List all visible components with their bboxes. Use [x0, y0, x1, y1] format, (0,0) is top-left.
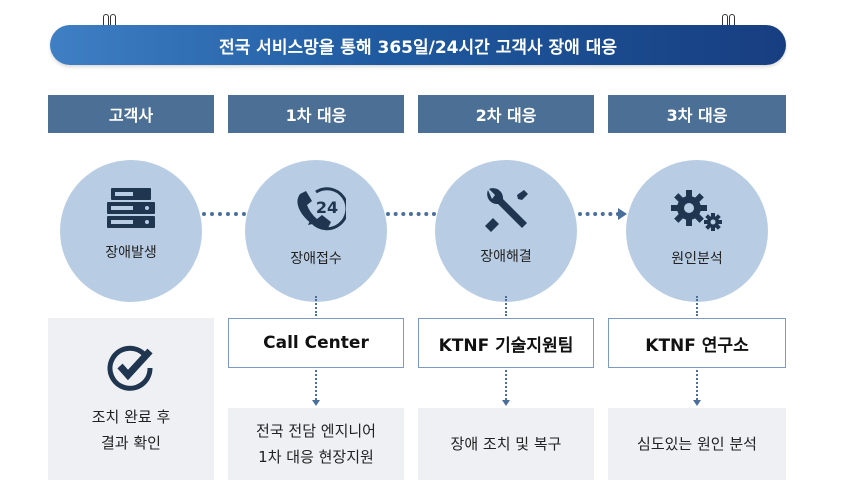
desc-tech-support: 장애 조치 및 복구 [418, 408, 594, 480]
header-first-response: 1차 대응 [228, 95, 404, 133]
wrench-screwdriver-icon [485, 188, 528, 232]
connector-2 [386, 212, 436, 216]
circle-incident: 장애발생 [60, 160, 202, 302]
binder-ring-right-icon [722, 14, 736, 36]
header-second-response: 2차 대응 [418, 95, 594, 133]
header-customer: 고객사 [48, 95, 214, 133]
arrow-down-2 [502, 400, 510, 406]
vline-3a [696, 296, 698, 316]
server-icon [107, 188, 155, 228]
phone-badge-text: 24 [316, 198, 338, 217]
header-third-response: 3차 대응 [608, 95, 786, 133]
resolve-line-2: 결과 확인 [101, 434, 161, 452]
banner-title: 전국 서비스망을 통해 365일/24시간 고객사 장애 대응 [50, 25, 786, 65]
desc-call-center: 전국 전담 엔지니어 1차 대응 현장지원 [228, 408, 404, 480]
team-research-lab: KTNF 연구소 [608, 318, 786, 368]
circle-label-resolution: 장애해결 [480, 249, 532, 265]
desc-research-lab: 심도있는 원인 분석 [608, 408, 786, 480]
gears-icon [671, 190, 722, 231]
team-tech-support: KTNF 기술지원팀 [418, 318, 594, 368]
desc-tech-support-line-1: 장애 조치 및 복구 [450, 435, 562, 453]
circle-analysis: 원인분석 [626, 160, 768, 302]
desc-research-lab-line-1: 심도있는 원인 분석 [637, 435, 757, 453]
binder-ring-left-icon [103, 14, 117, 36]
circle-label-reception: 장애접수 [290, 251, 342, 267]
arrow-down-1 [312, 400, 320, 406]
team-call-center: Call Center [228, 318, 404, 368]
circle-label-analysis: 원인분석 [671, 251, 723, 267]
vline-3b [696, 370, 698, 400]
desc-call-center-line-1: 전국 전담 엔지니어 [256, 422, 376, 440]
vline-1a [315, 296, 317, 316]
vline-2b [505, 370, 507, 400]
desc-call-center-line-2: 1차 대응 현장지원 [258, 448, 374, 466]
check-circle-icon [107, 345, 153, 391]
resolve-line-1: 조치 완료 후 [91, 408, 171, 426]
resolve-box: 조치 완료 후 결과 확인 [48, 318, 214, 480]
phone-24-icon: 24 [297, 187, 346, 231]
vline-2a [505, 296, 507, 316]
connector-1 [202, 212, 246, 216]
circle-reception: 24 장애접수 [245, 160, 387, 302]
vline-1b [315, 370, 317, 400]
arrow-down-3 [693, 400, 701, 406]
connector-arrow [618, 208, 627, 220]
circle-resolution: 장애해결 [435, 160, 577, 302]
circle-label-incident: 장애발생 [105, 245, 157, 261]
connector-3 [578, 212, 620, 216]
